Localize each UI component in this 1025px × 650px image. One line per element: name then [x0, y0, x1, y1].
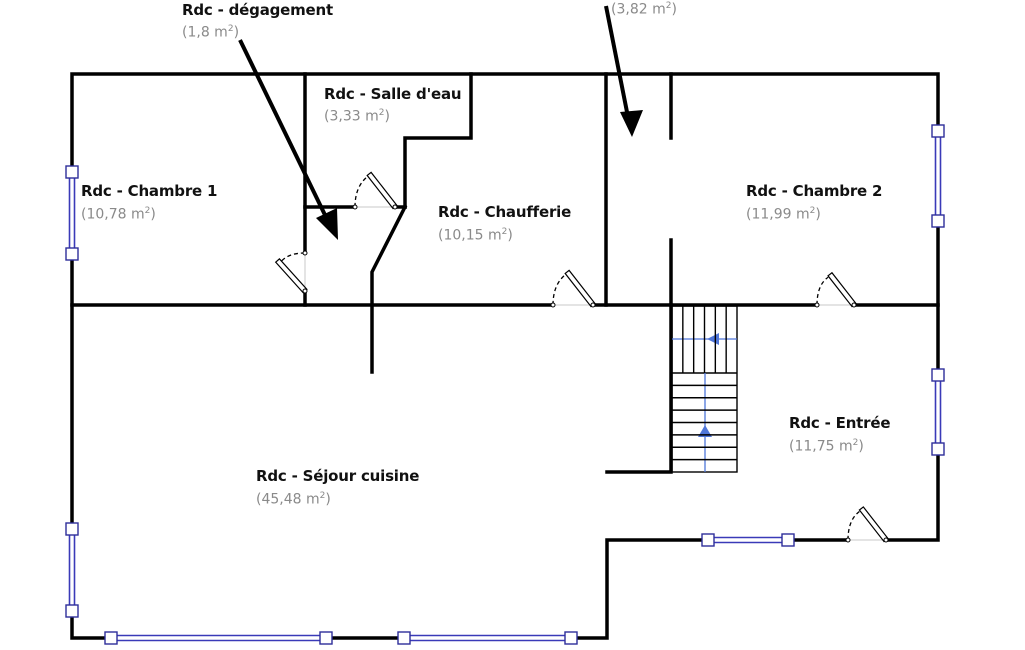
pointer-unnamed: [604, 5, 629, 113]
door-hinge: [550, 302, 556, 308]
window-endpoint: [104, 631, 118, 645]
room-name-chaufferie: Rdc - Chaufferie: [438, 203, 572, 221]
doors: [274, 171, 889, 543]
wall-salle-eau: [403, 72, 473, 209]
door-hinge: [392, 204, 398, 210]
window-pane: [934, 375, 942, 449]
window-endpoint: [65, 165, 79, 179]
pointer-unnamed-head-icon: [620, 110, 643, 137]
window-sejour-left: [65, 522, 79, 618]
window-entree-bottom: [701, 533, 795, 547]
room-name-entree: Rdc - Entrée: [789, 414, 891, 432]
door-hinge: [352, 204, 358, 210]
room-area-chambre-2: (11,99 m2): [746, 206, 821, 223]
room-name-sejour-cuisine: Rdc - Séjour cuisine: [256, 467, 420, 485]
window-endpoint: [701, 533, 715, 547]
exterior-wall: [70, 72, 940, 640]
door-leaf: [564, 269, 596, 308]
door-hinge: [590, 302, 596, 308]
window-endpoint: [319, 631, 333, 645]
room-area-entree: (11,75 m2): [789, 438, 864, 455]
window-pane: [934, 131, 942, 221]
door-swing-arc: [354, 176, 368, 208]
door-chambre-1[interactable]: [274, 250, 308, 294]
wall-stair-left: [605, 303, 673, 474]
window-endpoint: [781, 533, 795, 547]
door-hinge: [851, 302, 857, 308]
window-pane: [404, 634, 571, 642]
room-name-salle-d-eau: Rdc - Salle d'eau: [324, 85, 462, 103]
window-pane: [68, 529, 76, 611]
door-hinge: [302, 288, 308, 294]
door-swing-arc: [816, 276, 829, 306]
windows: [65, 124, 945, 645]
wall-diagonal: [370, 204, 408, 374]
interior-walls: [70, 72, 940, 474]
door-leaf: [827, 271, 857, 308]
door-hinge: [845, 537, 851, 543]
door-hinge: [302, 250, 308, 256]
window-pane: [111, 634, 326, 642]
room-name-chambre-2: Rdc - Chambre 2: [746, 182, 883, 200]
window-entree: [931, 368, 945, 456]
exterior-walls: [70, 72, 940, 640]
window-endpoint: [397, 631, 411, 645]
stair-arrow-up-icon: [698, 425, 712, 437]
window-endpoint: [65, 247, 79, 261]
window-chambre-1: [65, 165, 79, 261]
staircase: [671, 305, 738, 473]
room-name-chambre-1: Rdc - Chambre 1: [81, 182, 218, 200]
door-leaf: [366, 171, 398, 210]
window-pane: [708, 536, 788, 544]
door-entree[interactable]: [845, 506, 889, 543]
room-area-unnamed: (3,82 m2): [611, 1, 677, 18]
window-endpoint: [931, 442, 945, 456]
window-pane: [68, 172, 76, 254]
window-endpoint: [65, 522, 79, 536]
door-hinge: [814, 302, 820, 308]
door-salle-eau[interactable]: [352, 171, 398, 210]
window-endpoint: [65, 604, 79, 618]
door-chaufferie[interactable]: [550, 269, 596, 308]
window-endpoint: [931, 368, 945, 382]
door-swing-arc: [847, 510, 860, 541]
window-sejour-bottom-2: [397, 631, 578, 645]
door-chambre-2[interactable]: [814, 271, 857, 308]
label-pointers: [238, 5, 643, 240]
room-area-chambre-1: (10,78 m2): [81, 206, 156, 223]
room-name-degagement: Rdc - dégagement: [182, 1, 333, 19]
window-chambre-2: [931, 124, 945, 228]
door-swing-arc: [552, 274, 566, 306]
window-endpoint: [931, 124, 945, 138]
room-area-salle-d-eau: (3,33 m2): [324, 108, 390, 125]
pointer-degagement: [238, 39, 327, 216]
window-sejour-bottom-1: [104, 631, 333, 645]
room-area-degagement: (1,8 m2): [182, 24, 240, 41]
pointer-degagement-head-icon: [316, 208, 338, 240]
door-hinge: [883, 537, 889, 543]
room-area-sejour-cuisine: (45,48 m2): [256, 491, 331, 508]
room-area-chaufferie: (10,15 m2): [438, 227, 513, 244]
door-leaf: [858, 506, 889, 543]
stair-arrow-left-icon: [707, 333, 719, 345]
window-endpoint: [931, 214, 945, 228]
window-endpoint: [564, 631, 578, 645]
door-swing-arc: [279, 252, 306, 264]
